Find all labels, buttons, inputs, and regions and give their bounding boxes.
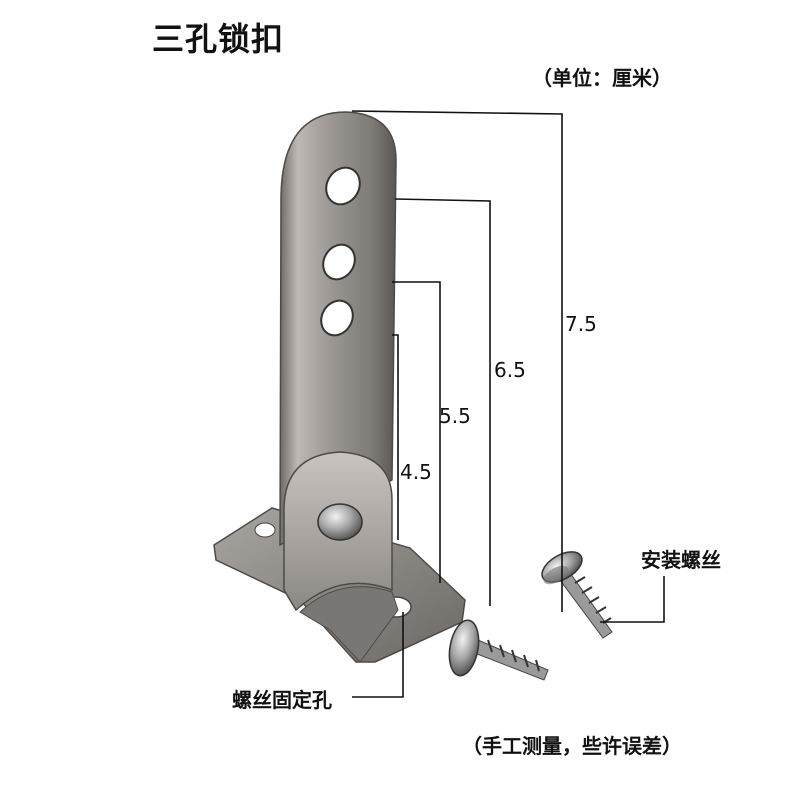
page-title: 三孔锁扣 <box>152 20 285 58</box>
dimension-6-5: 6.5 <box>494 358 526 382</box>
dimension-4-5: 4.5 <box>400 460 432 484</box>
screw-right <box>541 551 613 639</box>
leader-screws <box>600 576 665 623</box>
unit-note: （单位：厘米） <box>532 66 672 90</box>
dimension-7-5: 7.5 <box>565 312 597 336</box>
dimension-lines <box>351 110 563 612</box>
dim-line-5-5 <box>392 281 441 583</box>
dim-line-4-5 <box>392 334 399 540</box>
dimension-5-5: 5.5 <box>439 404 471 428</box>
label-install-screws: 安装螺丝 <box>641 548 721 572</box>
rivet-head <box>317 503 363 541</box>
dim-line-7-5 <box>351 110 563 612</box>
leader-lines <box>352 576 665 698</box>
mount-hole-left <box>254 522 276 538</box>
slot-hole-1 <box>325 166 361 206</box>
hinge-knuckle <box>283 451 399 663</box>
measurement-note: （手工测量，些许误差） <box>462 734 682 758</box>
leader-mount-hole <box>352 612 404 698</box>
slot-hole-2 <box>322 243 356 281</box>
screw-left <box>448 619 549 681</box>
label-mount-hole: 螺丝固定孔 <box>232 688 332 712</box>
slot-hole-3 <box>320 299 354 337</box>
dim-line-6-5 <box>394 198 491 606</box>
bracket-arm <box>279 111 397 547</box>
